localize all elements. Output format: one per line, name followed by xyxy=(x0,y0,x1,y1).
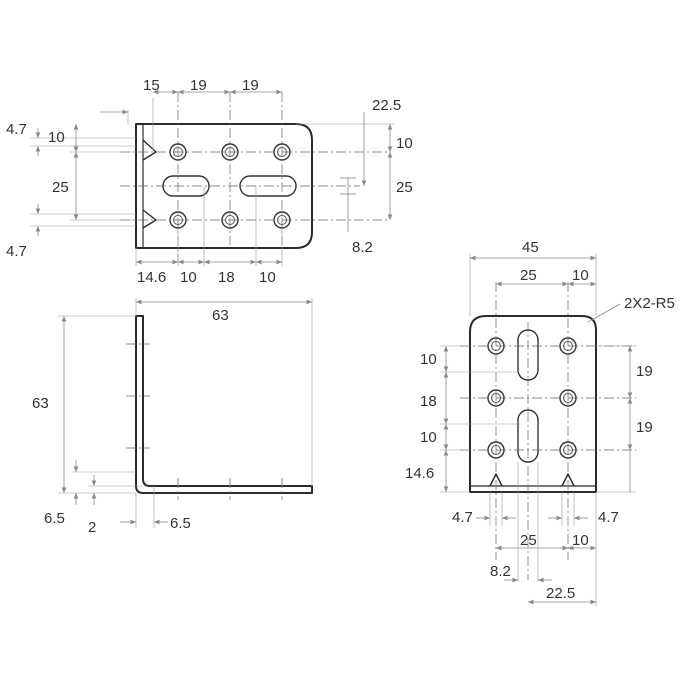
dim-25-left: 25 xyxy=(52,179,69,196)
dim-10-l2: 10 xyxy=(420,429,437,446)
dim-63-height: 63 xyxy=(32,395,49,412)
dim-2: 2 xyxy=(88,519,96,536)
dim-10-right: 10 xyxy=(396,135,413,152)
dim-4-7-r: 4.7 xyxy=(598,509,619,526)
dim-10-bottom: 10 xyxy=(572,532,589,549)
front-view-notch-right xyxy=(561,473,575,487)
dim-19-a: 19 xyxy=(190,77,207,94)
top-view-notch-bottom xyxy=(142,209,157,229)
dim-14-6: 14.6 xyxy=(137,269,166,286)
radius-note: 2X2-R5 xyxy=(624,295,675,312)
dim-45: 45 xyxy=(522,239,539,256)
dim-63-width: 63 xyxy=(212,307,229,324)
dim-19-r2: 19 xyxy=(636,419,653,436)
dim-18-l: 18 xyxy=(420,393,437,410)
dim-10-left: 10 xyxy=(48,129,65,146)
top-view: 15 19 19 22.5 10 25 8.2 4.7 10 25 4.7 xyxy=(6,77,413,286)
dim-14-6-l: 14.6 xyxy=(405,465,434,482)
dim-4-7-bottom: 4.7 xyxy=(6,243,27,260)
side-view-angle-profile xyxy=(135,315,313,494)
dim-10-top: 10 xyxy=(572,267,589,284)
front-view: 45 25 10 2X2-R5 10 18 10 14.6 19 19 xyxy=(405,239,675,606)
dim-22-5-front: 22.5 xyxy=(546,585,575,602)
dim-8-2: 8.2 xyxy=(352,239,373,256)
front-view-notch-left xyxy=(489,473,503,487)
dim-6-5-right: 6.5 xyxy=(170,515,191,532)
dim-25-top: 25 xyxy=(520,267,537,284)
dim-22-5: 22.5 xyxy=(372,97,401,114)
dim-6-5-left: 6.5 xyxy=(44,510,65,527)
dim-15: 15 xyxy=(143,77,160,94)
side-view: 63 63 6.5 2 6.5 xyxy=(32,298,313,536)
dim-10-b1: 10 xyxy=(180,269,197,286)
top-view-plate-outline xyxy=(135,123,313,249)
dim-19-r1: 19 xyxy=(636,363,653,380)
dim-4-7-top: 4.7 xyxy=(6,121,27,138)
dim-25-right: 25 xyxy=(396,179,413,196)
dim-19-b: 19 xyxy=(242,77,259,94)
dim-10-l1: 10 xyxy=(420,351,437,368)
dim-10-b2: 10 xyxy=(259,269,276,286)
dim-8-2-front: 8.2 xyxy=(490,563,511,580)
dim-25-bottom: 25 xyxy=(520,532,537,549)
top-view-notch-top xyxy=(142,139,157,161)
dim-18: 18 xyxy=(218,269,235,286)
dim-4-7-l: 4.7 xyxy=(452,509,473,526)
